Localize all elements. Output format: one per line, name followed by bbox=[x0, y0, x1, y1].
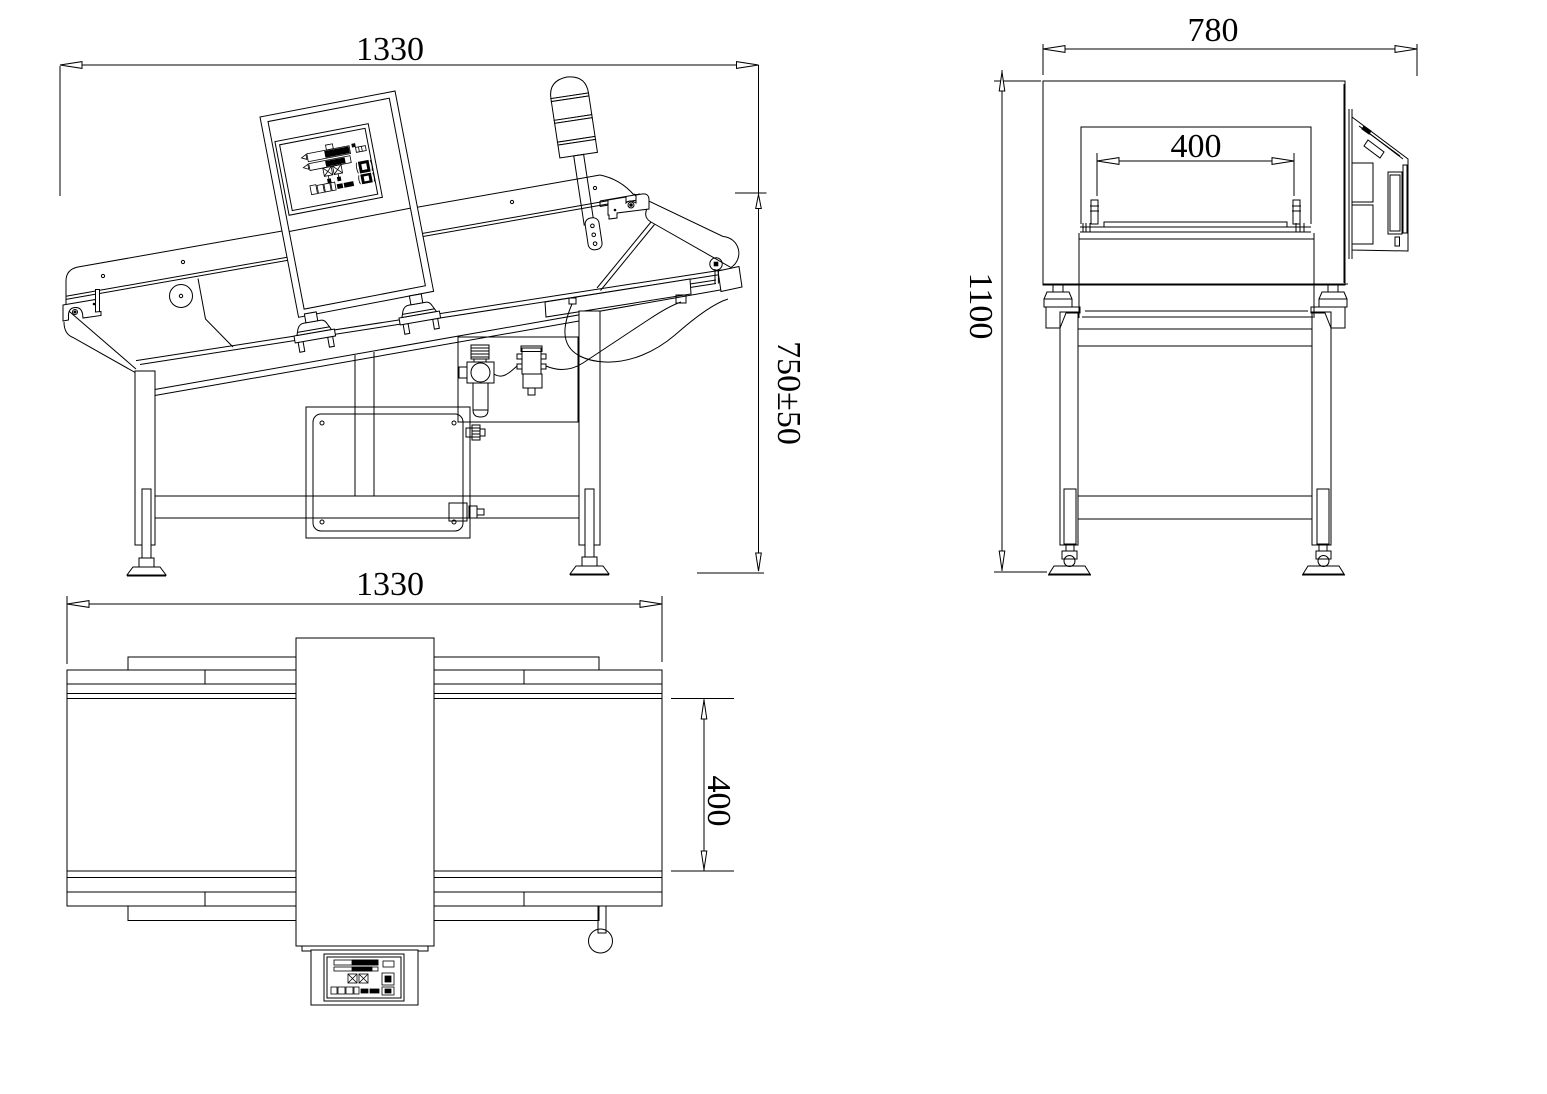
svg-text:750±50: 750±50 bbox=[770, 341, 807, 445]
svg-text:400: 400 bbox=[1171, 128, 1222, 165]
svg-text:400: 400 bbox=[700, 776, 737, 827]
svg-text:1330: 1330 bbox=[356, 566, 424, 603]
svg-text:780: 780 bbox=[1188, 12, 1239, 49]
svg-text:1100: 1100 bbox=[962, 273, 999, 340]
svg-text:1330: 1330 bbox=[356, 31, 424, 68]
